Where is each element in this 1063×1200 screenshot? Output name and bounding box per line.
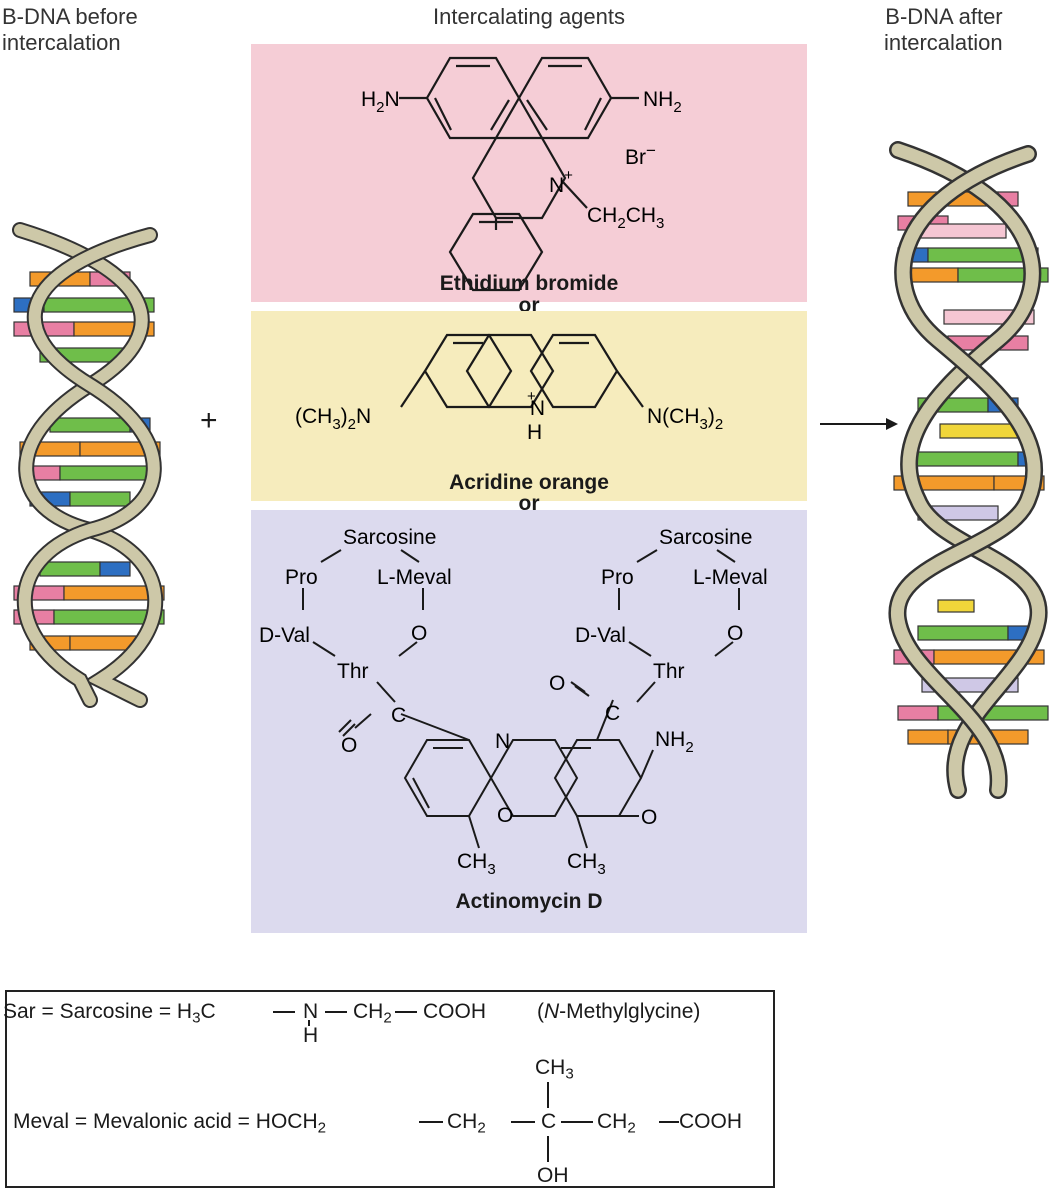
legend-sar: Sar = Sarcosine = H3C xyxy=(3,1000,216,1027)
actinomycin-d-label: Actinomycin D xyxy=(455,890,603,913)
act-core-ch3-right: CH3 xyxy=(567,850,606,878)
act-core-n: N xyxy=(495,730,510,753)
plus-sign: + xyxy=(200,404,218,437)
or-label-2: or xyxy=(518,492,540,515)
dna-helix-before xyxy=(12,222,165,708)
legend-sar-cooh: COOH xyxy=(423,1000,486,1023)
legend-meval-ch2-b: CH2 xyxy=(597,1110,636,1137)
legend-meval-ch2-a: CH2 xyxy=(447,1110,486,1137)
intercalant-5 xyxy=(937,599,975,613)
header-after: B-DNA after intercalation xyxy=(884,4,1003,55)
acridine-structure: (CH3)2N N(CH3)2 N+ H xyxy=(295,333,723,444)
act-core-o: O xyxy=(497,804,513,827)
ethidium-bromide-ion: Br− xyxy=(625,141,656,169)
ethidium-bromide-panel: H2N NH2 N+ Br− CH2CH3 Ethidium bromide xyxy=(251,44,807,302)
legend-meval-cooh: COOH xyxy=(679,1110,742,1133)
legend-sar-methylglycine: (N-Methylglycine) xyxy=(537,1000,701,1023)
backbone-strands-after xyxy=(888,141,1048,799)
or-label-1: or xyxy=(518,294,540,317)
act-right-sarcosine: Sarcosine xyxy=(659,526,752,549)
act-right-dval: D-Val xyxy=(575,624,626,647)
act-left-pro: Pro xyxy=(285,566,318,589)
act-left-meval: L-Meval xyxy=(377,566,452,589)
legend-meval-c: C xyxy=(541,1110,557,1133)
act-left-sarcosine: Sarcosine xyxy=(343,526,436,549)
ethidium-bromide-label: Ethidium bromide xyxy=(439,272,619,295)
act-right-o: O xyxy=(727,622,743,645)
actinomycin-d-panel: Sarcosine Pro L-Meval D-Val O Thr Sarcos… xyxy=(251,510,807,933)
dna-helix-after xyxy=(888,141,1049,799)
header-intercalating-agents: Intercalating agents xyxy=(432,4,626,29)
legend-sar-bonds xyxy=(273,1011,417,1026)
legend-sar-ch2: CH2 xyxy=(353,1000,392,1027)
acridine-left-group: (CH3)2N xyxy=(295,405,371,433)
ethidium-ethyl: CH2CH3 xyxy=(587,204,664,232)
legend-meval-oh: OH xyxy=(537,1164,569,1187)
acridine-orange-panel: (CH3)2N N(CH3)2 N+ H Acridine orange xyxy=(251,311,807,501)
act-core-nh2: NH2 xyxy=(655,728,694,756)
legend-meval-bonds xyxy=(419,1082,679,1162)
actinomycin-structure: Sarcosine Pro L-Meval D-Val O Thr Sarcos… xyxy=(259,526,768,878)
act-left-dval: D-Val xyxy=(259,624,310,647)
legend-meval: Meval = Mevalonic acid = HOCH2 xyxy=(13,1110,327,1137)
act-right-carbonyl-o: O xyxy=(549,672,565,695)
act-left-carbonyl-c: C xyxy=(391,704,406,727)
header-before: B-DNA before intercalation xyxy=(2,4,138,55)
legend-sar-h: H xyxy=(303,1024,319,1047)
backbone-strands-before xyxy=(12,222,163,708)
acridine-right-group: N(CH3)2 xyxy=(647,405,723,433)
ethidium-n-plus: N+ xyxy=(549,167,573,197)
legend-box: Sar = Sarcosine = H3C N H CH2 COOH (N-Me… xyxy=(3,990,775,1188)
act-core-ch3-left: CH3 xyxy=(457,850,496,878)
reaction-arrow xyxy=(820,418,898,430)
legend-sar-n: N xyxy=(303,1000,319,1023)
act-right-carbonyl-c: C xyxy=(605,702,620,725)
ethidium-nh2-right: NH2 xyxy=(643,88,682,116)
ethidium-nh2-left: H2N xyxy=(361,88,400,116)
legend-meval-ch3: CH3 xyxy=(535,1056,574,1083)
act-left-thr: Thr xyxy=(337,660,369,683)
acridine-orange-label: Acridine orange xyxy=(449,471,609,494)
act-left-o: O xyxy=(411,622,427,645)
act-right-pro: Pro xyxy=(601,566,634,589)
ethidium-structure: H2N NH2 N+ Br− CH2CH3 xyxy=(361,56,682,292)
act-core-keto-o: O xyxy=(641,806,657,829)
acridine-center-h: H xyxy=(527,421,542,444)
act-left-carbonyl-o: O xyxy=(341,734,357,757)
act-right-thr: Thr xyxy=(653,660,685,683)
acridine-center-n: N+ xyxy=(527,388,545,420)
act-right-meval: L-Meval xyxy=(693,566,768,589)
